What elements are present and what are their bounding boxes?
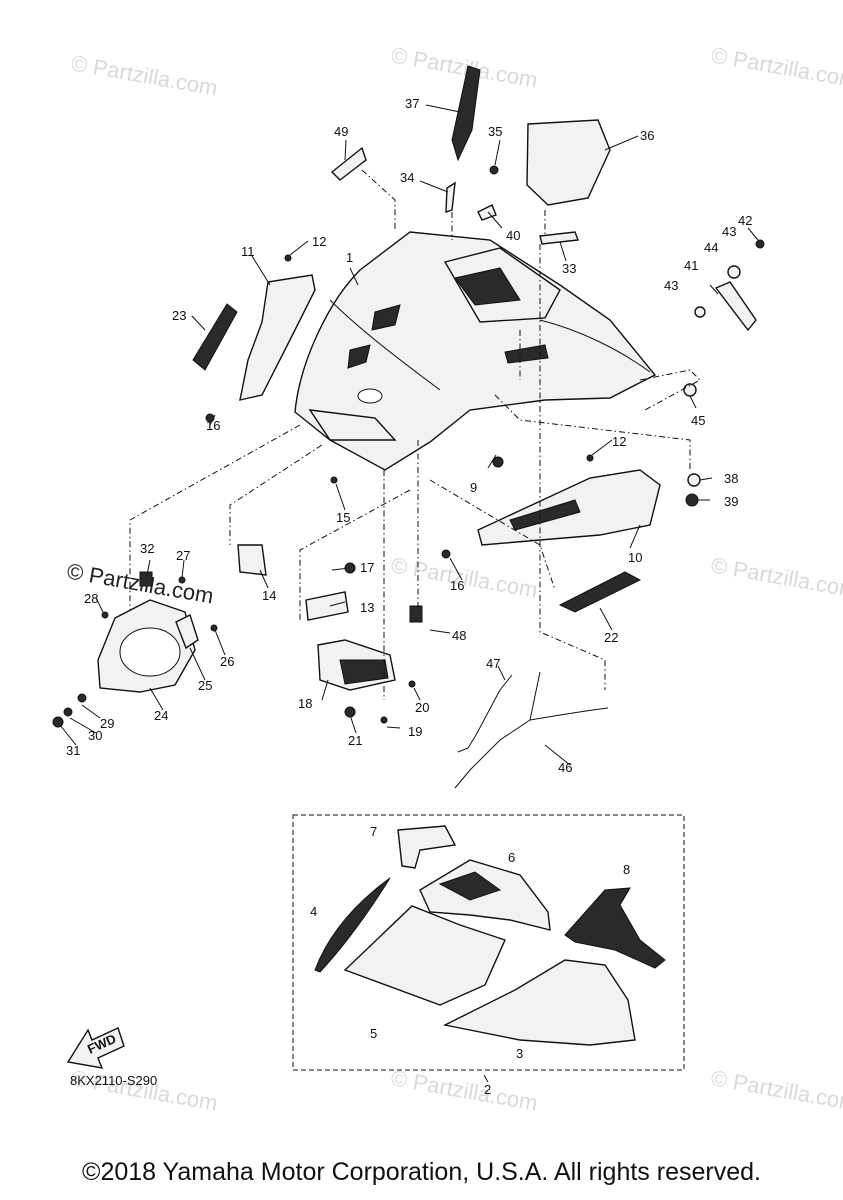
watermark: © Partzilla.com [709, 552, 843, 602]
part-37 [451, 65, 481, 162]
part-46 [454, 671, 609, 789]
watermark: © Partzilla.com [389, 1065, 539, 1115]
callout-34: 34 [400, 170, 414, 185]
fwd-arrow-icon: FWD [66, 1027, 125, 1069]
callout-35: 35 [488, 124, 502, 139]
callout-45: 45 [691, 413, 705, 428]
callout-31: 31 [66, 743, 80, 758]
part-47 [457, 674, 513, 753]
callout-29: 29 [100, 716, 114, 731]
watermark: © Partzilla.com [69, 50, 219, 100]
callout-18: 18 [298, 696, 312, 711]
callouts: 1 2 3 4 5 6 7 8 9 10 11 12 12 13 14 15 1… [66, 96, 752, 1097]
callout-32: 32 [140, 541, 154, 556]
part-48 [409, 605, 423, 623]
callout-33: 33 [562, 261, 576, 276]
callout-12-lower: 12 [612, 434, 626, 449]
part-49 [330, 146, 367, 181]
callout-7: 7 [370, 824, 377, 839]
copyright-notice: ©2018 Yamaha Motor Corporation, U.S.A. A… [82, 1158, 761, 1186]
fasteners [52, 165, 765, 728]
part-18-grille [339, 659, 389, 685]
part-41 [714, 281, 757, 332]
callout-38: 38 [724, 471, 738, 486]
part-34 [445, 181, 456, 213]
callout-37: 37 [405, 96, 419, 111]
callout-25: 25 [198, 678, 212, 693]
decal-kit-box [292, 814, 685, 1071]
part-22 [558, 571, 642, 613]
callout-2: 2 [484, 1082, 491, 1097]
callout-36: 36 [640, 128, 654, 143]
part-32 [139, 571, 153, 587]
callout-30: 30 [88, 728, 102, 743]
callout-8: 8 [623, 862, 630, 877]
callout-49: 49 [334, 124, 348, 139]
front-cowl [294, 231, 657, 471]
callout-14: 14 [262, 588, 276, 603]
part-36 [526, 119, 611, 206]
callout-39: 39 [724, 494, 738, 509]
callout-10: 10 [628, 550, 642, 565]
part-25 [175, 614, 199, 650]
callout-43-upper: 43 [722, 224, 736, 239]
callout-22: 22 [604, 630, 618, 645]
leader-lines [59, 104, 759, 1083]
callout-43-lower: 43 [664, 278, 678, 293]
part-43-washer [694, 306, 706, 318]
parts-diagram: © Partzilla.com © Partzilla.com © Partzi… [52, 42, 843, 1116]
callout-27: 27 [176, 548, 190, 563]
callout-6: 6 [508, 850, 515, 865]
callout-41: 41 [684, 258, 698, 273]
part-23 [192, 303, 238, 371]
callout-1: 1 [346, 250, 353, 265]
diagram-code: 8KX2110-S290 [70, 1073, 157, 1088]
callout-23: 23 [172, 308, 186, 323]
callout-13: 13 [360, 600, 374, 615]
callout-46: 46 [558, 760, 572, 775]
part-33 [539, 231, 579, 245]
callout-5: 5 [370, 1026, 377, 1041]
part-38 [687, 473, 701, 487]
part-44 [727, 265, 741, 279]
callout-26: 26 [220, 654, 234, 669]
callout-12-upper: 12 [312, 234, 326, 249]
callout-44: 44 [704, 240, 718, 255]
callout-17: 17 [360, 560, 374, 575]
callout-28: 28 [84, 591, 98, 606]
callout-48: 48 [452, 628, 466, 643]
part-13 [305, 591, 349, 621]
callout-40: 40 [506, 228, 520, 243]
callout-16-upper: 16 [206, 418, 220, 433]
callout-47: 47 [486, 656, 500, 671]
callout-11: 11 [241, 244, 255, 259]
watermark: © Partzilla.com [709, 1065, 843, 1115]
callout-19: 19 [408, 724, 422, 739]
part-14 [237, 544, 267, 576]
callout-21: 21 [348, 733, 362, 748]
watermark: © Partzilla.com [709, 42, 843, 92]
callout-16-lower: 16 [450, 578, 464, 593]
decal-set [314, 825, 666, 1046]
callout-24: 24 [154, 708, 168, 723]
callout-20: 20 [415, 700, 429, 715]
part-10-vent [509, 499, 581, 531]
callout-4: 4 [310, 904, 317, 919]
assembly-lines [129, 169, 701, 700]
callout-42: 42 [738, 213, 752, 228]
callout-15: 15 [336, 510, 350, 525]
callout-3: 3 [516, 1046, 523, 1061]
part-39 [685, 493, 699, 507]
part-11 [239, 274, 316, 401]
callout-9: 9 [470, 480, 477, 495]
